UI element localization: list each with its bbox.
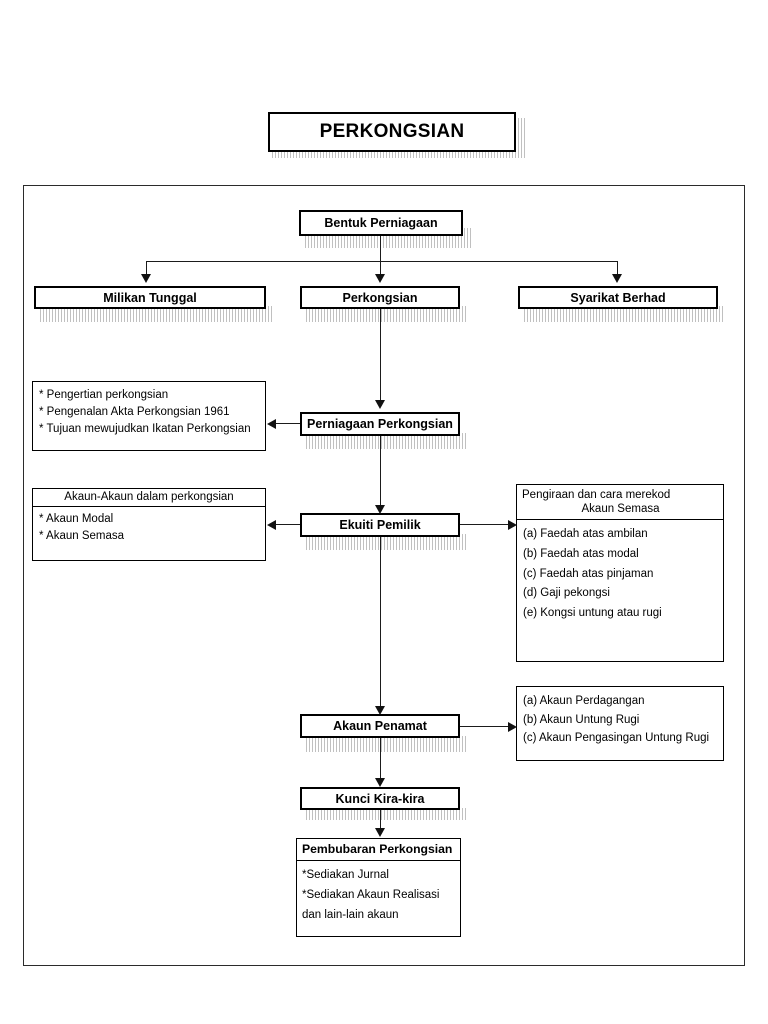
connector-split-horizontal <box>146 261 618 263</box>
detail-row: *Sediakan Akaun Realisasi <box>302 888 440 901</box>
arrowhead-to-ekuiti-pemilik <box>375 505 385 514</box>
detail-box-header-line-1: Pengiraan dan cara merekod <box>522 489 671 501</box>
node-bentuk-perniagaan: Bentuk Perniagaan <box>299 210 463 236</box>
arrowhead-to-pembubaran <box>375 828 385 837</box>
arrowhead-to-perniagaan-perkongsian <box>375 400 385 409</box>
detail-row: * Akaun Semasa <box>39 530 125 543</box>
detail-box-pembubaran-perkongsian: Pembubaran Perkongsian *Sediakan Jurnal … <box>296 838 461 937</box>
detail-row: * Pengenalan Akta Perkongsian 1961 <box>39 406 230 419</box>
connector-split-right-down <box>617 261 619 276</box>
connector-to-pengertian-box <box>276 423 301 425</box>
arrowhead-to-kunci-kira-kira <box>375 778 385 787</box>
diagram-title-box: PERKONGSIAN <box>268 112 516 152</box>
node-milikan-tunggal-label: Milikan Tunggal <box>103 290 197 305</box>
diagram-title: PERKONGSIAN <box>319 121 465 142</box>
node-perniagaan-perkongsian: Perniagaan Perkongsian <box>300 412 460 436</box>
connector-kunci-down <box>380 810 382 832</box>
node-milikan-tunggal: Milikan Tunggal <box>34 286 266 309</box>
detail-row: * Akaun Modal <box>39 513 114 525</box>
detail-row: * Tujuan mewujudkan Ikatan Perkongsian <box>39 423 251 436</box>
diagram-frame <box>23 185 745 966</box>
syarikat-berhad-shadow <box>524 306 724 322</box>
arrowhead-to-akaun-penamat <box>375 706 385 715</box>
detail-row: (c) Faedah atas pinjaman <box>523 567 654 580</box>
node-perniagaan-perkongsian-label: Perniagaan Perkongsian <box>307 417 453 431</box>
arrowhead-to-milikan-tunggal <box>141 274 151 283</box>
detail-row: dan lain-lain akaun <box>302 908 399 921</box>
node-ekuiti-pemilik-label: Ekuiti Pemilik <box>339 518 421 532</box>
connector-split-mid-down <box>380 261 382 276</box>
connector-split-left-down <box>146 261 148 276</box>
detail-box-header: Pembubaran Perkongsian <box>297 839 460 861</box>
arrowhead-to-akaun-penamat-detail <box>508 722 517 732</box>
detail-box-header: Akaun-Akaun dalam perkongsian <box>33 489 265 507</box>
connector-ekuiti-down <box>380 537 382 712</box>
perkongsian-shadow <box>306 306 466 322</box>
node-kunci-kira-kira-label: Kunci Kira-kira <box>335 791 425 806</box>
connector-to-akaun-penamat-detail <box>460 726 510 728</box>
node-kunci-kira-kira: Kunci Kira-kira <box>300 787 460 810</box>
arrowhead-to-perkongsian <box>375 274 385 283</box>
connector-to-akaun-akaun-box <box>276 524 301 526</box>
node-perkongsian: Perkongsian <box>300 286 460 309</box>
detail-box-akaun-penamat: (a) Akaun Perdagangan (b) Akaun Untung R… <box>516 686 724 761</box>
detail-box-header-line-2: Akaun Semasa <box>517 501 723 520</box>
connector-perniagaan-down <box>380 436 382 508</box>
detail-row: (c) Akaun Pengasingan Untung Rugi <box>523 732 710 745</box>
ekuiti-pemilik-shadow <box>306 534 466 550</box>
node-perkongsian-label: Perkongsian <box>342 290 418 305</box>
detail-row: (b) Faedah atas modal <box>523 547 639 560</box>
connector-to-pengiraan-box <box>460 524 510 526</box>
detail-row: (d) Gaji pekongsi <box>523 587 610 600</box>
detail-row: (a) Akaun Perdagangan <box>523 695 645 707</box>
node-syarikat-berhad: Syarikat Berhad <box>518 286 718 309</box>
detail-row: (e) Kongsi untung atau rugi <box>523 607 662 620</box>
detail-box-akaun-akaun-dalam-perkongsian: Akaun-Akaun dalam perkongsian * Akaun Mo… <box>32 488 266 561</box>
arrowhead-to-pengiraan-box <box>508 520 517 530</box>
detail-box-pengertian-perkongsian: * Pengertian perkongsian * Pengenalan Ak… <box>32 381 266 451</box>
node-akaun-penamat-label: Akaun Penamat <box>333 719 427 733</box>
arrowhead-to-syarikat-berhad <box>612 274 622 283</box>
detail-row: * Pengertian perkongsian <box>39 389 169 401</box>
connector-penamat-down <box>380 738 382 783</box>
detail-box-pengiraan-akaun-semasa: Pengiraan dan cara merekod Akaun Semasa … <box>516 484 724 662</box>
arrowhead-to-pengertian-box <box>267 419 276 429</box>
node-syarikat-berhad-label: Syarikat Berhad <box>570 290 666 305</box>
detail-row: (a) Faedah atas ambilan <box>523 528 648 540</box>
arrowhead-to-akaun-akaun-box <box>267 520 276 530</box>
node-ekuiti-pemilik: Ekuiti Pemilik <box>300 513 460 537</box>
kunci-kira-kira-shadow <box>306 808 466 820</box>
connector-bentuk-down <box>380 236 382 262</box>
milikan-tunggal-shadow <box>40 306 274 322</box>
connector-perkongsian-down <box>380 309 382 402</box>
node-bentuk-perniagaan-label: Bentuk Perniagaan <box>324 216 438 230</box>
perniagaan-perkongsian-shadow <box>306 433 466 449</box>
detail-row: *Sediakan Jurnal <box>302 869 389 881</box>
detail-row: (b) Akaun Untung Rugi <box>523 713 640 726</box>
node-akaun-penamat: Akaun Penamat <box>300 714 460 738</box>
akaun-penamat-shadow <box>306 736 466 752</box>
